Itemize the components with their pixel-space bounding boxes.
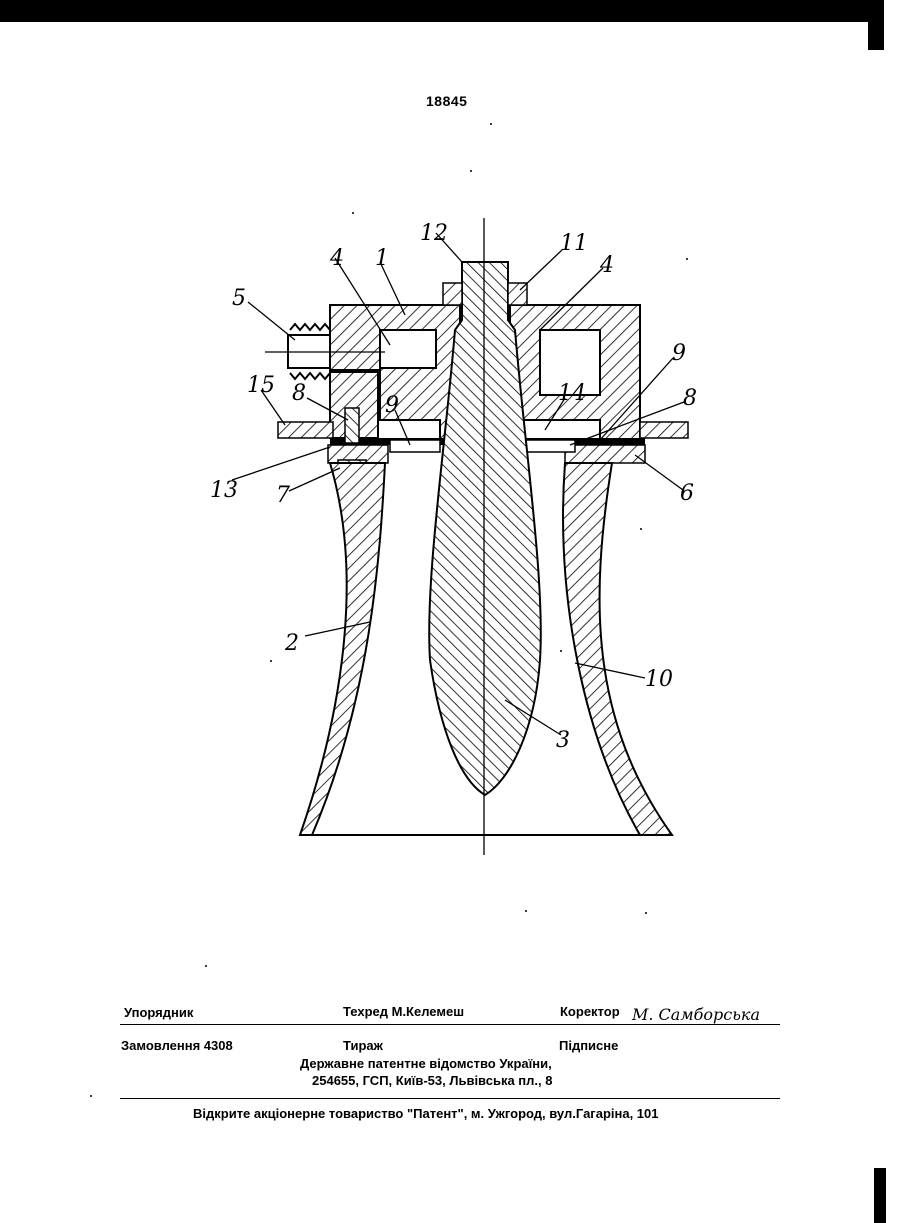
label-15: 15 xyxy=(247,373,275,398)
corrector-label: Коректор xyxy=(560,1004,620,1019)
imprint-rule-bottom xyxy=(120,1098,780,1099)
compiler-label: Упорядник xyxy=(124,1005,193,1020)
label-3: 3 xyxy=(556,728,570,753)
label-8-left: 8 xyxy=(292,381,306,406)
bolt-8 xyxy=(345,408,359,443)
order-number: Замовлення 4308 xyxy=(121,1038,233,1053)
label-11: 11 xyxy=(560,231,588,256)
ring-6 xyxy=(565,445,645,463)
label-13: 13 xyxy=(210,478,238,503)
techred-line: Техред М.Келемеш xyxy=(343,1004,464,1019)
label-14: 14 xyxy=(558,381,586,406)
nozzle-9-left xyxy=(390,440,440,452)
office-line-2: 254655, ГСП, Київ-53, Львівська пл., 8 xyxy=(312,1073,552,1088)
nozzle-9-right xyxy=(525,440,575,452)
label-9-right: 9 xyxy=(672,341,686,366)
office-line-1: Державне патентне відомство України, xyxy=(300,1056,552,1071)
publisher-line: Відкрите акціонерне товариство "Патент",… xyxy=(193,1106,659,1121)
label-2: 2 xyxy=(284,631,299,656)
horn-right xyxy=(563,463,672,835)
subscription-label: Підписне xyxy=(559,1038,618,1053)
label-7: 7 xyxy=(276,483,290,508)
label-9-left: 9 xyxy=(385,393,399,418)
horn-left xyxy=(300,463,385,835)
label-4-left: 4 xyxy=(329,246,344,271)
label-4-right: 4 xyxy=(599,253,614,278)
circulation-label: Тираж xyxy=(343,1038,383,1053)
label-5: 5 xyxy=(232,286,246,311)
housing-right xyxy=(510,305,640,440)
label-12: 12 xyxy=(420,221,448,246)
corrector-name: М. Самборська xyxy=(632,1005,760,1024)
label-1: 1 xyxy=(375,246,389,271)
label-10: 10 xyxy=(645,667,673,692)
imprint-rule-top xyxy=(120,1024,780,1025)
flange-left xyxy=(278,422,333,438)
label-6: 6 xyxy=(680,481,694,506)
label-8-right: 8 xyxy=(683,386,697,411)
flange-right xyxy=(640,422,688,438)
